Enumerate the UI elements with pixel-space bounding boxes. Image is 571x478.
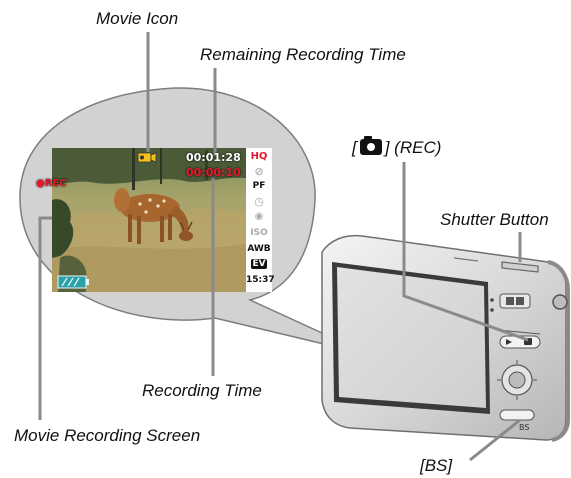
pf-label: PF [252, 181, 266, 191]
label-remaining-recording-time: Remaining Recording Time [200, 45, 406, 64]
leader-rec-button [402, 162, 529, 342]
battery-icon [57, 275, 89, 289]
camera-body [321, 234, 570, 442]
quality-hq-label: HQ [250, 151, 268, 162]
recording-time-display: 00:00:10 [186, 166, 241, 179]
deer-figure [114, 188, 193, 244]
ev-label: EV [251, 259, 267, 269]
flash-icon: ⊘ [254, 165, 264, 178]
iso-label: ISO [250, 228, 268, 238]
camera-icon [359, 136, 382, 155]
clock-time: 15:37 [246, 275, 275, 285]
remaining-time-display: 00:01:28 [186, 151, 241, 164]
label-rec-button: [ ] (REC) [352, 136, 442, 158]
bs-button-text: BS [519, 423, 530, 432]
leader-lines [38, 32, 529, 462]
label-movie-recording-screen: Movie Recording Screen [14, 426, 201, 445]
awb-label: AWB [247, 244, 271, 254]
rec-label-suffix: ] (REC) [384, 138, 442, 157]
lcd-settings-sidebar: HQ ⊘ PF ◷ ◉ ISO AWB EV 15:37 [246, 148, 275, 292]
movie-mode-icon [137, 152, 157, 163]
rec-label-prefix: [ [352, 138, 357, 157]
label-bs-button: [BS] [420, 456, 453, 475]
self-timer-icon: ◷ [254, 195, 264, 208]
label-shutter-button: Shutter Button [440, 210, 549, 229]
leader-movie-screen [38, 216, 52, 420]
leader-bs-button [469, 418, 521, 462]
rec-indicator: ●REC [36, 178, 67, 189]
face-detect-icon: ◉ [254, 211, 264, 222]
label-movie-icon: Movie Icon [96, 9, 179, 28]
label-recording-time: Recording Time [142, 381, 262, 400]
